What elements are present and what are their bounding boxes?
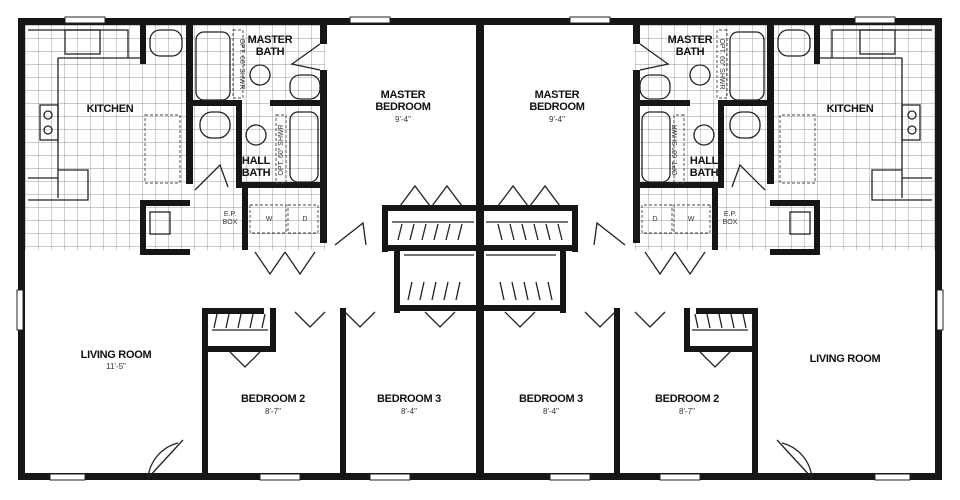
- master-bath-label-2: BATH: [256, 46, 285, 58]
- washer-label: W: [266, 216, 273, 223]
- bedroom2-label: BEDROOM 2: [655, 393, 719, 405]
- master-bedroom-dim: 9'-4": [395, 115, 411, 124]
- kitchen-label: KITCHEN: [87, 103, 134, 115]
- master-bedroom-label-1: MASTER: [535, 89, 580, 101]
- master-bath-label-1: MASTER: [248, 34, 293, 46]
- hall-bath-label-2: BATH: [690, 167, 719, 179]
- bedroom3-dim: 8'-4": [543, 407, 559, 416]
- master-bedroom-label-2: BEDROOM: [375, 101, 430, 113]
- dryer-label: D: [302, 216, 307, 223]
- bedroom3-label: BEDROOM 3: [519, 393, 583, 405]
- kitchen-label: KITCHEN: [827, 103, 874, 115]
- bedroom2-dim: 8'-7": [679, 407, 695, 416]
- living-room-label: LIVING ROOM: [810, 353, 881, 365]
- ep-box-label-2: BOX: [223, 219, 238, 226]
- dryer-label: D: [652, 216, 657, 223]
- master-bedroom-label-2: BEDROOM: [529, 101, 584, 113]
- master-bedroom-label-1: MASTER: [381, 89, 426, 101]
- hall-bath-label-2: BATH: [242, 167, 271, 179]
- washer-label: W: [688, 216, 695, 223]
- master-bath-label-2: BATH: [676, 46, 705, 58]
- ep-box-label-1: E.P.: [224, 211, 236, 218]
- hall-bath-label-1: HALL: [242, 155, 271, 167]
- party-wall: [477, 18, 483, 480]
- right-unit-labels: KITCHEN MASTER BATH HALL BATH OPT. 60" S…: [519, 34, 881, 416]
- master-bath-label-1: MASTER: [668, 34, 713, 46]
- left-unit-labels: KITCHEN MASTER BATH HALL BATH OPT. 60" S…: [81, 34, 442, 416]
- ep-box-label-1: E.P.: [724, 211, 736, 218]
- master-bedroom-dim: 9'-4": [549, 115, 565, 124]
- bedroom3-label: BEDROOM 3: [377, 393, 441, 405]
- opt-shower-label: OPT. 60" SHWR: [718, 38, 725, 89]
- bedroom2-dim: 8'-7": [265, 407, 281, 416]
- living-room-label: LIVING ROOM: [81, 349, 152, 361]
- living-room-dim: 11'-5": [106, 362, 126, 371]
- hall-bath-label-1: HALL: [690, 155, 719, 167]
- bedroom2-label: BEDROOM 2: [241, 393, 305, 405]
- bedroom3-dim: 8'-4": [401, 407, 417, 416]
- opt-shower-label: OPT. 60" SHWR: [672, 124, 679, 175]
- opt-shower-label: OPT. 60" SHWR: [278, 124, 285, 175]
- opt-shower-label: OPT. 60" SHWR: [238, 38, 245, 89]
- ep-box-label-2: BOX: [723, 219, 738, 226]
